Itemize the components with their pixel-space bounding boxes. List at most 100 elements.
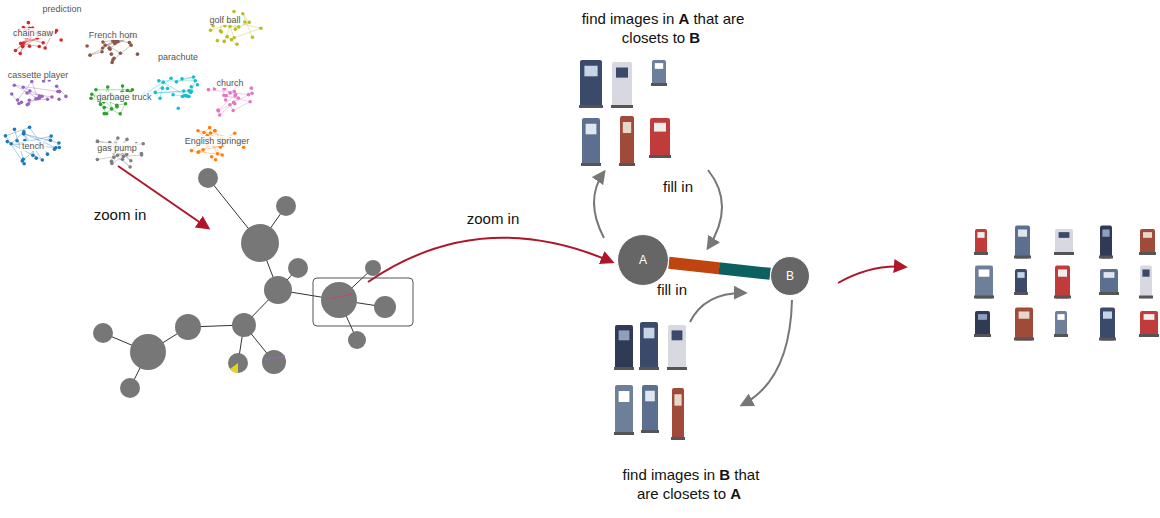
pump-body	[1055, 229, 1073, 255]
tree-node	[262, 350, 286, 374]
image-thumbnail	[641, 385, 659, 433]
scatter-dot	[14, 49, 18, 53]
image-thumbnail	[1014, 308, 1034, 341]
scatter-dot	[161, 86, 165, 90]
scatter-dot	[192, 75, 196, 79]
scatter-dot	[225, 35, 229, 39]
scatter-dot	[228, 103, 232, 107]
pump-base	[1054, 252, 1074, 255]
scatter-dot	[112, 155, 116, 159]
image-thumbnail	[1099, 308, 1116, 341]
scatter-dot	[250, 86, 254, 90]
scatter-link	[224, 27, 230, 42]
image-thumbnail	[1099, 269, 1119, 295]
image-thumbnail	[974, 311, 991, 337]
scatter-dot	[176, 106, 180, 110]
scatter-dot	[187, 89, 191, 93]
scatter-dot	[28, 98, 32, 102]
scatter-link	[220, 98, 239, 115]
scatter-dot	[232, 90, 236, 94]
pump-screen	[1018, 229, 1027, 236]
scatter-dot	[13, 128, 17, 132]
tree-node	[264, 276, 292, 304]
scatter-dot	[208, 126, 212, 130]
pump-body	[640, 322, 658, 370]
image-thumbnail	[1014, 269, 1028, 295]
image-thumbnail	[611, 62, 633, 108]
class-label: parachute	[156, 52, 200, 63]
scatter-dot	[175, 80, 179, 84]
scatter-dot	[224, 98, 228, 102]
zoom-arrow	[838, 267, 905, 283]
pump-screen	[619, 391, 630, 402]
scatter-dot	[56, 90, 60, 94]
pump-base	[619, 163, 635, 166]
pump-screen	[1058, 269, 1067, 276]
scatter-dot	[5, 140, 9, 144]
image-thumbnail	[1054, 229, 1074, 255]
pump-base	[1099, 338, 1116, 341]
scatter-dot	[197, 150, 201, 154]
class-label: garbage truck	[94, 92, 153, 103]
image-thumbnail	[581, 118, 601, 166]
scatter-dot	[248, 100, 252, 104]
pump-base	[1139, 252, 1156, 255]
pump-screen	[977, 232, 984, 238]
image-thumbnail	[1054, 266, 1071, 299]
pump-base	[671, 437, 685, 440]
class-label: cassette player	[6, 70, 71, 81]
scatter-dot	[37, 45, 41, 49]
scatter-dot	[22, 157, 26, 161]
scatter-dot	[233, 131, 237, 135]
scatter-dot	[196, 150, 200, 154]
scatter-dot	[171, 93, 175, 97]
pump-body	[1100, 269, 1118, 295]
pump-screen	[645, 391, 655, 402]
scatter-dot	[57, 141, 61, 145]
scatter-dot	[110, 107, 114, 111]
scatter-dot	[182, 89, 186, 93]
scatter-dot	[49, 134, 53, 138]
scatter-link	[225, 26, 239, 27]
scatter-dot	[50, 95, 54, 99]
pump-screen	[979, 269, 990, 276]
scatter-dot	[27, 21, 31, 25]
scatter-dot	[116, 40, 120, 44]
scatter-link	[14, 85, 58, 91]
class-label: gas pump	[95, 143, 139, 154]
scatter-dot	[220, 153, 224, 157]
scatter-dot	[196, 129, 200, 133]
scatter-dot	[243, 20, 247, 24]
image-thumbnail	[671, 388, 685, 440]
scatter-dot	[18, 52, 22, 56]
arrow-label: fill in	[655, 281, 689, 300]
scatter-dot	[121, 158, 125, 162]
scatter-dot	[4, 134, 8, 138]
scatter-dot	[34, 156, 38, 160]
scatter-dot	[213, 129, 217, 133]
scatter-dot	[53, 147, 57, 151]
scatter-dot	[88, 53, 92, 57]
pump-body	[975, 229, 987, 255]
scatter-dot	[125, 138, 129, 142]
scatter-dot	[15, 139, 19, 143]
pump-base	[1014, 292, 1028, 295]
scatter-dot	[102, 112, 106, 116]
image-thumbnail	[974, 266, 994, 299]
pump-body	[668, 325, 686, 370]
scatter-dot	[90, 93, 94, 97]
image-thumbnail	[649, 118, 671, 158]
class-label: chain saw	[11, 28, 55, 39]
pump-screen	[654, 123, 666, 132]
tree-node	[321, 282, 357, 318]
scatter-link	[14, 85, 38, 98]
class-label: French horn	[87, 30, 140, 41]
image-thumbnail	[639, 322, 659, 370]
scatter-dot	[213, 129, 217, 133]
scatter-dot	[235, 42, 239, 46]
scatter-dot	[55, 29, 59, 33]
caption-text: find images in B that are closets to A	[610, 466, 770, 504]
scatter-dot	[128, 41, 132, 45]
pump-body	[975, 266, 993, 299]
